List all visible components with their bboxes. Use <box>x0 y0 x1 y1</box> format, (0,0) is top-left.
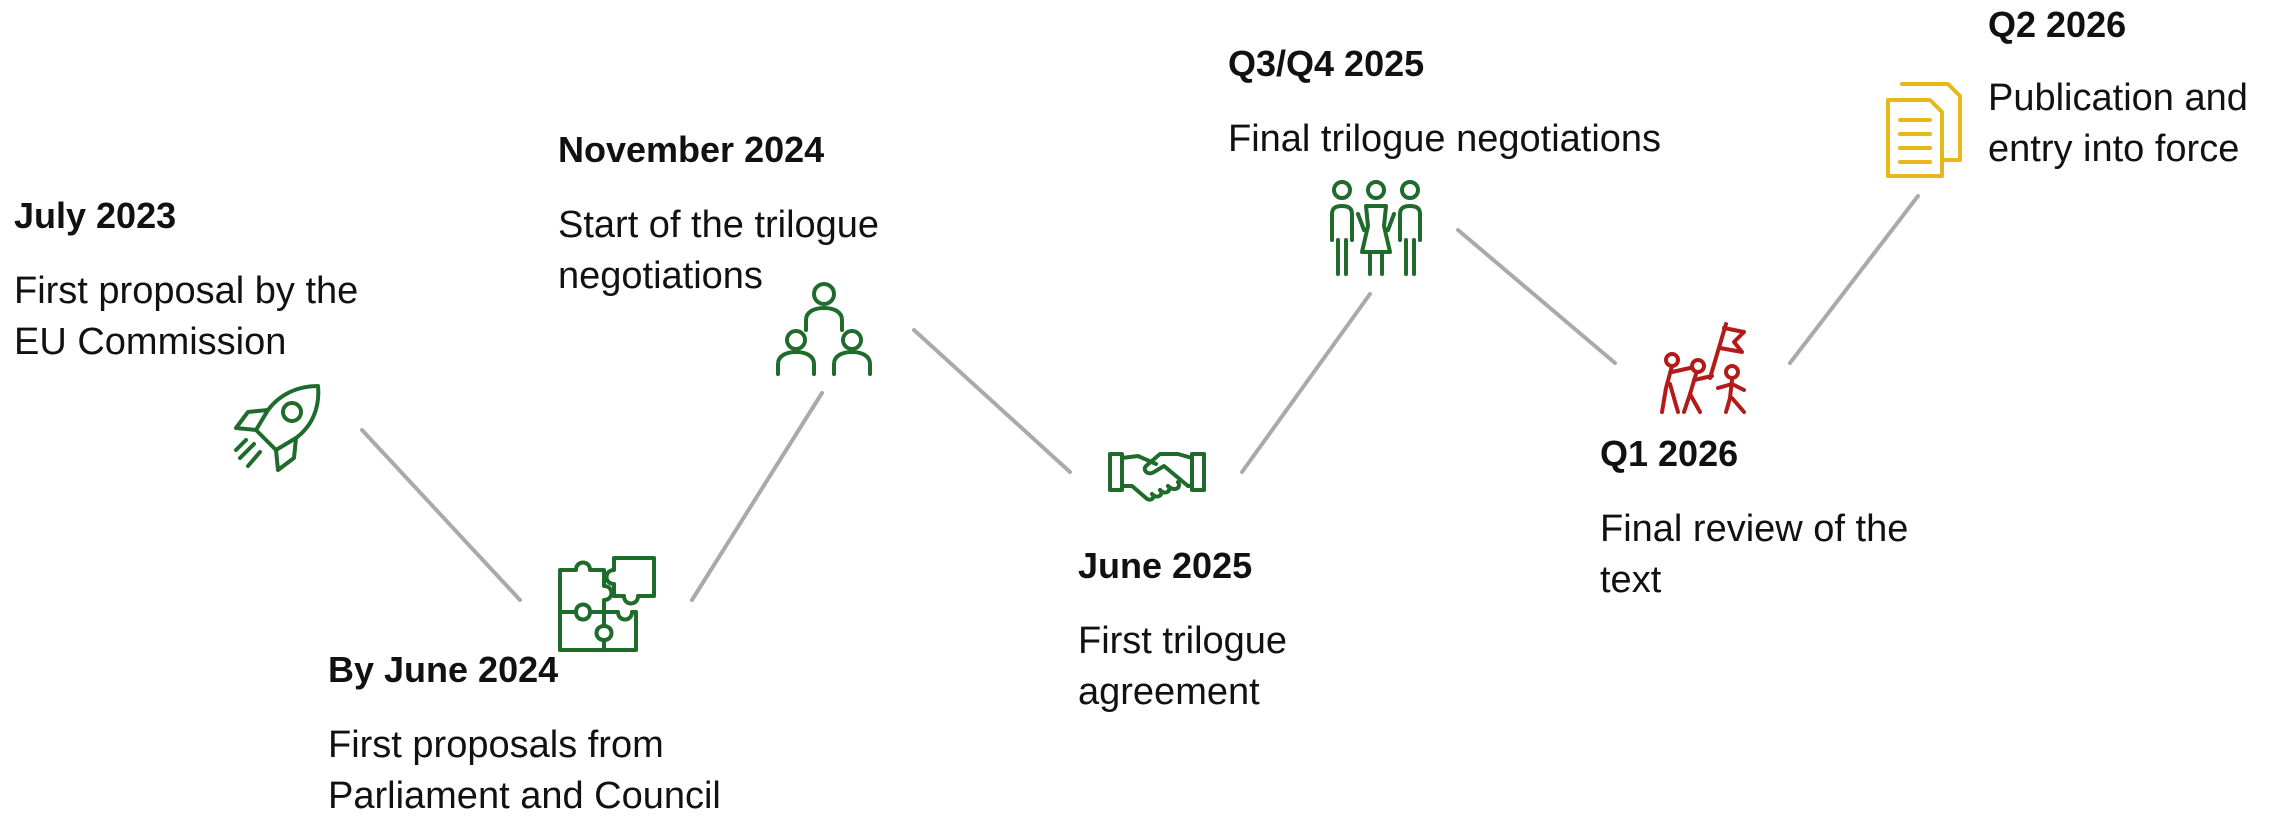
rocket-icon <box>228 378 328 478</box>
milestone-date: July 2023 <box>14 195 177 236</box>
description-line: Final review of the <box>1600 508 1909 550</box>
description-line: First proposals from <box>328 724 664 766</box>
milestone-description: Final review of the text <box>1600 504 1908 606</box>
milestone-date: June 2025 <box>1078 545 1253 586</box>
connector-line <box>1788 194 1920 365</box>
group-people-icon <box>1328 180 1424 276</box>
puzzle-icon <box>558 556 656 652</box>
milestone-q2-2026: Q2 2026 Publication and entry into force <box>1988 3 2248 175</box>
milestone-date: Q2 2026 <box>1988 4 2127 45</box>
description-line: agreement <box>1078 671 1260 713</box>
connector-line <box>1456 228 1617 365</box>
milestone-description: Final trilogue negotiations <box>1228 114 1661 165</box>
milestone-date: Q1 2026 <box>1600 433 1739 474</box>
description-line: Publication and <box>1988 77 2248 119</box>
connector-line <box>360 428 522 602</box>
milestone-description: Publication and entry into force <box>1988 73 2248 175</box>
milestone-date: November 2024 <box>558 129 825 170</box>
milestone-july-2023: July 2023 First proposal by the EU Commi… <box>14 194 358 368</box>
milestone-description: First proposal by the EU Commission <box>14 266 358 368</box>
description-line: EU Commission <box>14 321 287 363</box>
description-line: Parliament and Council <box>328 775 721 817</box>
connector-line <box>912 328 1072 474</box>
milestone-q1-2026: Q1 2026 Final review of the text <box>1600 432 1908 606</box>
milestone-date: Q3/Q4 2025 <box>1228 43 1425 84</box>
description-line: First trilogue <box>1078 620 1288 662</box>
description-line: Start of the trilogue <box>558 204 880 246</box>
milestone-description: First proposals from Parliament and Coun… <box>328 720 721 822</box>
milestone-q3-q4-2025: Q3/Q4 2025 Final trilogue negotiations <box>1228 42 1661 165</box>
documents-icon <box>1886 82 1962 178</box>
connector-line <box>690 391 824 602</box>
description-line: negotiations <box>558 255 763 297</box>
team-flag-icon <box>1660 318 1752 414</box>
description-line: text <box>1600 559 1662 601</box>
milestone-description: First trilogue agreement <box>1078 616 1287 718</box>
description-line: Final trilogue negotiations <box>1228 118 1662 160</box>
milestone-date: By June 2024 <box>328 649 559 690</box>
description-line: First proposal by the <box>14 270 359 312</box>
milestone-description: Start of the trilogue negotiations <box>558 200 879 302</box>
milestone-june-2025: June 2025 First trilogue agreement <box>1078 544 1287 718</box>
handshake-icon <box>1108 446 1206 502</box>
description-line: entry into force <box>1988 128 2240 170</box>
milestone-by-june-2024: By June 2024 First proposals from Parlia… <box>328 648 721 822</box>
milestone-november-2024: November 2024 Start of the trilogue nego… <box>558 128 879 302</box>
hierarchy-people-icon <box>776 282 872 376</box>
connector-line <box>1240 292 1372 474</box>
